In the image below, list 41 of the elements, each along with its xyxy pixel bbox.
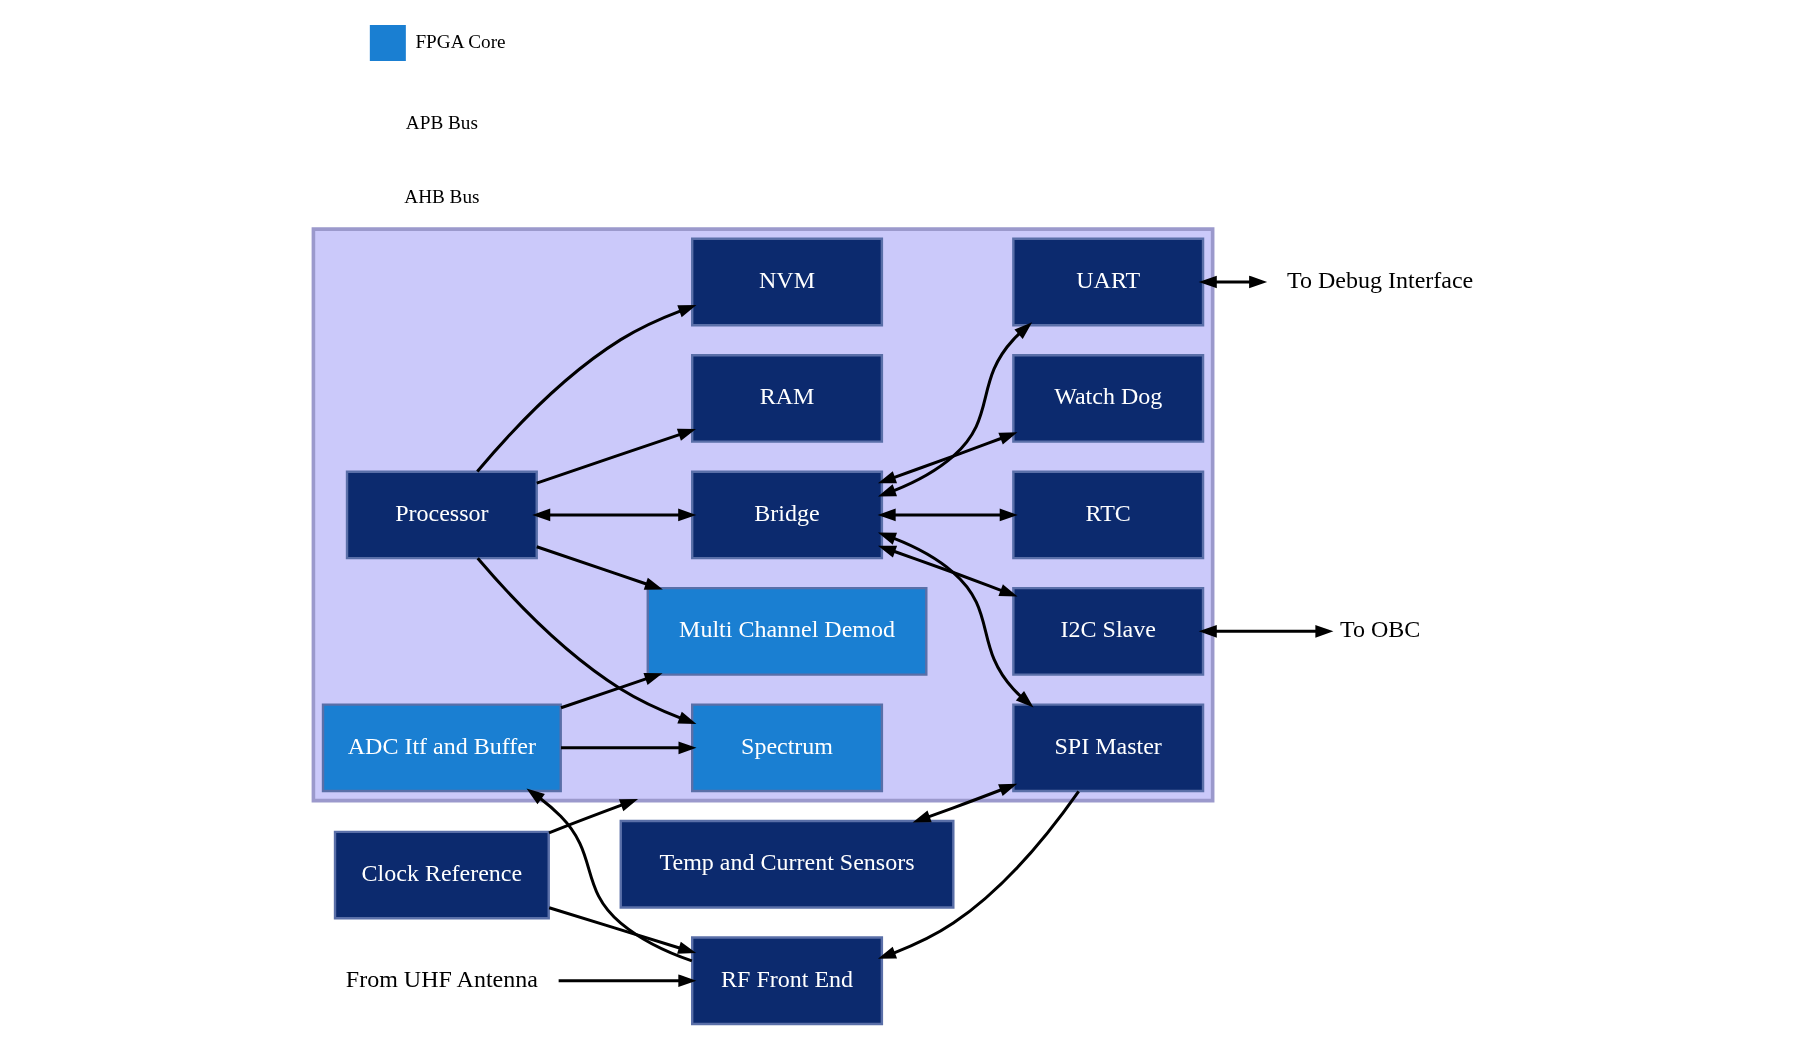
arrow [558, 974, 696, 988]
node-box: I2C Slave [1011, 586, 1204, 676]
node-box: Clock Reference [333, 830, 550, 920]
node-box: Watch Dog [1011, 354, 1204, 443]
node-box: Multi Channel Demod [646, 586, 927, 676]
arrow [877, 432, 1017, 484]
arrow [476, 557, 696, 724]
arrow [877, 322, 1032, 497]
node-text: To Debug Interface [1286, 266, 1473, 293]
node-box: ADC Itf and Buffer [321, 703, 562, 793]
arrow [560, 741, 697, 755]
node-box: RTC [1011, 470, 1204, 560]
legend-label: FPGA Core [414, 30, 506, 52]
arrow [535, 428, 696, 485]
arrow [912, 783, 1017, 823]
node-box: RAM [690, 354, 883, 443]
arrow [877, 790, 1080, 959]
node-text: To OBC [1339, 616, 1420, 643]
node-box: UART [1011, 237, 1204, 327]
label: AHB Bus [403, 185, 479, 207]
arrow [877, 532, 1034, 708]
arrow [548, 906, 696, 954]
node-box: Bridge [690, 470, 883, 560]
arrow [547, 799, 638, 835]
node-box: SPI Master [1011, 703, 1204, 793]
arrow [1198, 275, 1267, 289]
node-box: NVM [690, 237, 883, 327]
arrow [877, 545, 1018, 597]
arrow [560, 673, 663, 710]
node-box: Processor [345, 470, 538, 560]
arrow [531, 508, 696, 522]
node-box: RF Front End [690, 936, 883, 1026]
arrow [475, 305, 696, 473]
node-box: Temp and Current Sensors [619, 819, 955, 909]
node-box: Spectrum [690, 703, 883, 793]
arrow [877, 508, 1018, 522]
arrow [1198, 625, 1333, 638]
arrow [526, 788, 692, 963]
label: APB Bus [405, 112, 478, 134]
node-text: From UHF Antenna [345, 965, 538, 992]
arrow [535, 545, 663, 590]
